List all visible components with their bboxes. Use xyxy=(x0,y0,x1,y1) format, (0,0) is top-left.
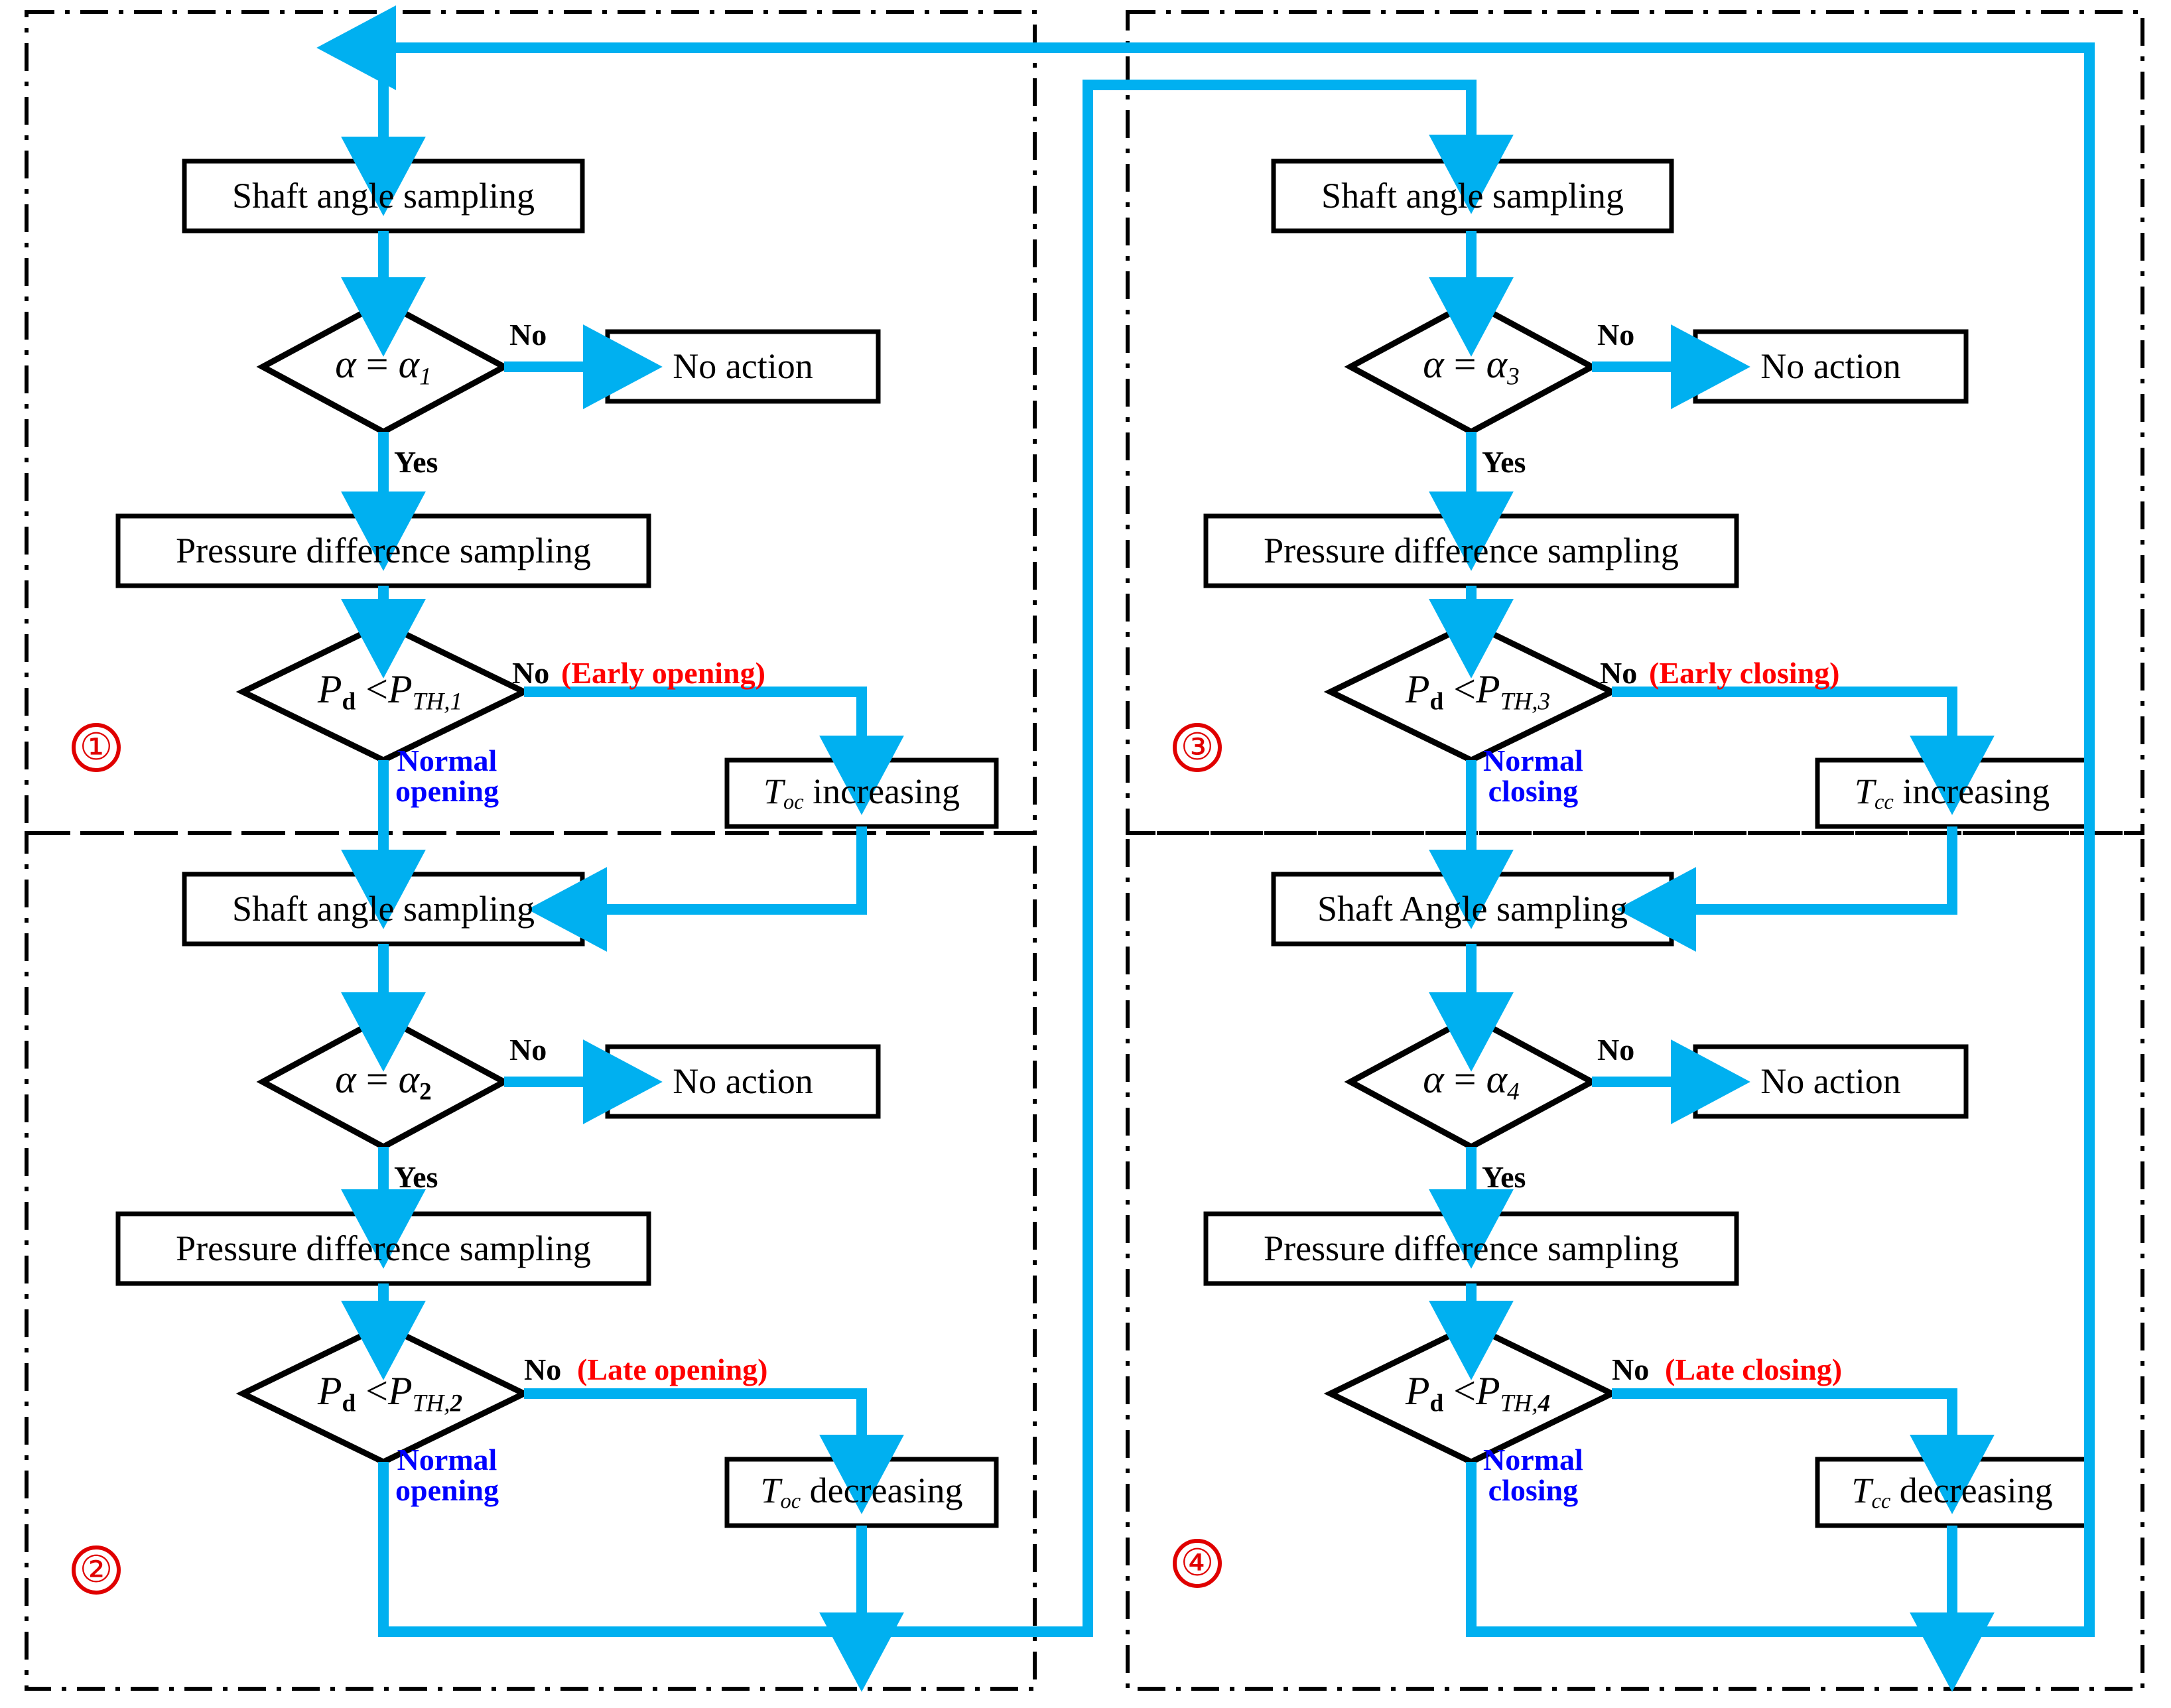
panel-q1 xyxy=(25,10,1037,835)
q2-normal-opening-note: Normal opening xyxy=(395,1445,499,1506)
q1-no-action-label: No action xyxy=(673,346,813,387)
q4-normal-closing-line2: closing xyxy=(1488,1473,1579,1507)
q3-normal-closing-line1: Normal xyxy=(1483,744,1583,777)
q1-pressure-no-label: No xyxy=(512,656,550,690)
q1-pressure-condition: Pd <PTH,1 xyxy=(263,659,517,725)
q4-normal-closing-note: Normal closing xyxy=(1483,1445,1583,1506)
q1-pressure-sampling-label: Pressure difference sampling xyxy=(176,531,591,571)
q1-angle-expr: α = α1 xyxy=(335,342,432,391)
q2-pressure-condition: Pd <PTH,2 xyxy=(263,1360,517,1427)
q1-early-opening-note: (Early opening) xyxy=(561,656,765,690)
decision-diamonds xyxy=(235,298,1619,1466)
q2-no-action-label: No action xyxy=(673,1061,813,1102)
panel-borders xyxy=(25,10,2144,1691)
q4-action-expr: Tcc decreasing xyxy=(1851,1471,2053,1514)
q4-angle-condition: α = α4 xyxy=(1350,1049,1592,1115)
q3-early-closing-note: (Early closing) xyxy=(1649,656,1840,690)
q3-pressure-no-route xyxy=(1612,687,1995,815)
q4-no-action-label: No action xyxy=(1760,1061,1901,1102)
q2-normal-opening-line1: Normal xyxy=(397,1443,497,1477)
q3-angle-condition: α = α3 xyxy=(1350,334,1592,400)
flow-connectors xyxy=(316,5,2095,1692)
q4-pressure-no-route xyxy=(1612,1388,1995,1514)
q3-action-expr: Tcc increasing xyxy=(1854,771,2050,815)
q3-normal-closing-note: Normal closing xyxy=(1483,746,1583,807)
q2-action-word: decreasing xyxy=(809,1471,963,1511)
q2-pressure-no-label: No xyxy=(524,1352,562,1386)
q2-angle-condition: α = α2 xyxy=(263,1049,504,1115)
q1-sampling-label: Shaft angle sampling xyxy=(232,176,535,216)
q1-normal-opening-line2: opening xyxy=(395,774,499,808)
q4-action-label: Tcc decreasing xyxy=(1817,1459,2087,1526)
q4-angle-no-label: No xyxy=(1597,1033,1635,1067)
q1-pressure-no-route xyxy=(524,687,904,815)
q4-pressure-condition: Pd <PTH,4 xyxy=(1350,1360,1605,1427)
q1-action-feedback-route xyxy=(527,826,867,952)
q3-angle-expr: α = α3 xyxy=(1423,342,1520,391)
q3-pressure-no-label: No xyxy=(1600,656,1638,690)
q2-pressure-no-route xyxy=(524,1388,904,1514)
quadrant-index-1: ① xyxy=(72,723,121,772)
q1-angle-condition: α = α1 xyxy=(263,334,504,400)
panel-q2 xyxy=(25,831,1037,1691)
q3-normal-closing-line2: closing xyxy=(1488,774,1579,808)
q2-angle-yes-label: Yes xyxy=(394,1160,438,1194)
q2-loop-to-q3 xyxy=(378,80,1514,1637)
q2-action-expr: Toc decreasing xyxy=(760,1471,963,1514)
q3-action-feedback-route xyxy=(1616,826,1957,952)
quadrant-index-3: ③ xyxy=(1173,723,1222,772)
q3-no-action-label: No action xyxy=(1760,346,1901,387)
q3-pressure-expr: Pd <PTH,3 xyxy=(1405,667,1551,716)
q4-pressure-sampling-label: Pressure difference sampling xyxy=(1264,1228,1679,1269)
q3-angle-no-label: No xyxy=(1597,318,1635,352)
quadrant-index-2: ② xyxy=(72,1545,121,1595)
q2-angle-expr: α = α2 xyxy=(335,1057,432,1106)
q3-sampling-label: Shaft angle sampling xyxy=(1321,176,1624,216)
q2-action-label: Toc decreasing xyxy=(727,1459,996,1526)
q3-pressure-condition: Pd <PTH,3 xyxy=(1350,659,1605,725)
q3-pressure-sampling-label: Pressure difference sampling xyxy=(1264,531,1679,571)
q4-late-closing-note: (Late closing) xyxy=(1665,1352,1843,1386)
panel-q3 xyxy=(1126,10,2144,835)
q4-angle-yes-label: Yes xyxy=(1482,1160,1526,1194)
q2-pressure-sampling-label: Pressure difference sampling xyxy=(176,1228,591,1269)
q1-action-label: Toc increasing xyxy=(727,760,996,826)
q1-normal-opening-line1: Normal xyxy=(397,744,497,777)
panel-q4 xyxy=(1126,831,2144,1691)
q1-pressure-expr: Pd <PTH,1 xyxy=(317,667,463,716)
q4-angle-expr: α = α4 xyxy=(1423,1057,1520,1106)
q1-action-word: increasing xyxy=(813,771,960,812)
q2-sampling-label: Shaft angle sampling xyxy=(232,889,535,929)
q2-angle-no-label: No xyxy=(509,1033,547,1067)
q4-normal-closing-line1: Normal xyxy=(1483,1443,1583,1477)
q4-sampling-label: Shaft Angle sampling xyxy=(1317,889,1628,929)
q4-action-word: decreasing xyxy=(1899,1471,2053,1511)
q1-normal-opening-note: Normal opening xyxy=(395,746,499,807)
q3-angle-yes-label: Yes xyxy=(1482,445,1526,479)
q3-action-label: Tcc increasing xyxy=(1817,760,2087,826)
q1-angle-yes-label: Yes xyxy=(394,445,438,479)
q4-pressure-no-label: No xyxy=(1612,1352,1650,1386)
q2-pressure-expr: Pd <PTH,2 xyxy=(317,1369,463,1417)
q3-action-word: increasing xyxy=(1902,771,2050,812)
q1-action-expr: Toc increasing xyxy=(763,771,960,815)
q2-normal-opening-line2: opening xyxy=(395,1473,499,1507)
quadrant-index-4: ④ xyxy=(1173,1539,1222,1588)
q2-late-opening-note: (Late opening) xyxy=(577,1352,768,1386)
q1-angle-no-label: No xyxy=(509,318,547,352)
q4-pressure-expr: Pd <PTH,4 xyxy=(1405,1369,1551,1417)
